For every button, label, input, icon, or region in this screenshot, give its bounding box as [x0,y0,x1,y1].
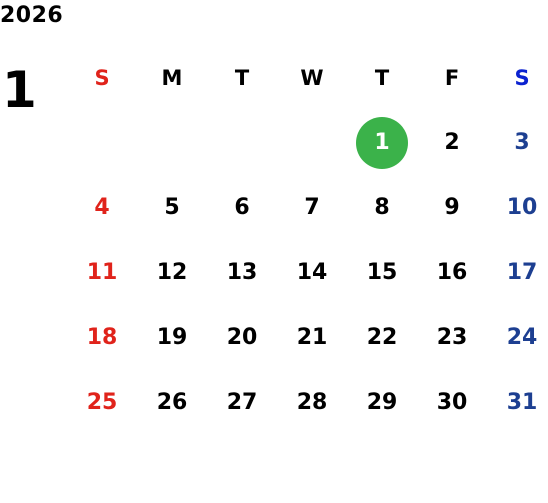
day-cell[interactable]: 28 [296,390,328,415]
weekday-header-monday: M [161,65,183,90]
day-cell[interactable]: 10 [506,195,538,220]
weekday-header-sunday: S [94,65,110,90]
day-cell[interactable]: 9 [444,195,460,220]
day-cell-empty [207,110,277,175]
day-cell[interactable]: 22 [366,325,398,350]
day-cell[interactable]: 31 [506,390,538,415]
day-cell[interactable]: 15 [366,260,398,285]
day-cell[interactable]: 4 [94,195,110,220]
day-cell[interactable]: 14 [296,260,328,285]
day-cell[interactable]: 25 [86,390,118,415]
day-cell-empty [137,110,207,175]
today-highlight[interactable]: 1 [356,116,408,169]
day-cell-empty [67,110,137,175]
day-cell[interactable]: 19 [156,325,188,350]
day-cell[interactable]: 30 [436,390,468,415]
day-cell[interactable]: 8 [374,195,390,220]
year-label: 2026 [0,3,64,28]
day-cell[interactable]: 12 [156,260,188,285]
day-cell[interactable]: 11 [86,260,118,285]
day-cell[interactable]: 5 [164,195,180,220]
weekday-header-tuesday: T [234,65,250,90]
month-label: 1 [2,61,37,119]
weekday-header-friday: F [444,65,460,90]
day-cell[interactable]: 23 [436,325,468,350]
day-cell[interactable]: 24 [506,325,538,350]
day-cell[interactable]: 27 [226,390,258,415]
day-cell[interactable]: 13 [226,260,258,285]
day-cell-empty [277,110,347,175]
day-cell[interactable]: 18 [86,325,118,350]
day-cell[interactable]: 26 [156,390,188,415]
day-cell[interactable]: 17 [506,260,538,285]
day-cell[interactable]: 2 [444,130,460,155]
day-cell[interactable]: 7 [304,195,320,220]
day-cell[interactable]: 21 [296,325,328,350]
day-cell[interactable]: 1 [347,110,417,175]
calendar-grid: S M T W T F S 1 2 3 4 5 6 7 8 9 10 11 12… [67,45,548,435]
day-cell[interactable]: 3 [514,130,530,155]
weekday-header-thursday: T [374,65,390,90]
day-cell[interactable]: 6 [234,195,250,220]
weekday-header-saturday: S [514,65,530,90]
day-cell[interactable]: 29 [366,390,398,415]
day-cell[interactable]: 20 [226,325,258,350]
weekday-header-wednesday: W [300,65,324,90]
day-cell[interactable]: 16 [436,260,468,285]
